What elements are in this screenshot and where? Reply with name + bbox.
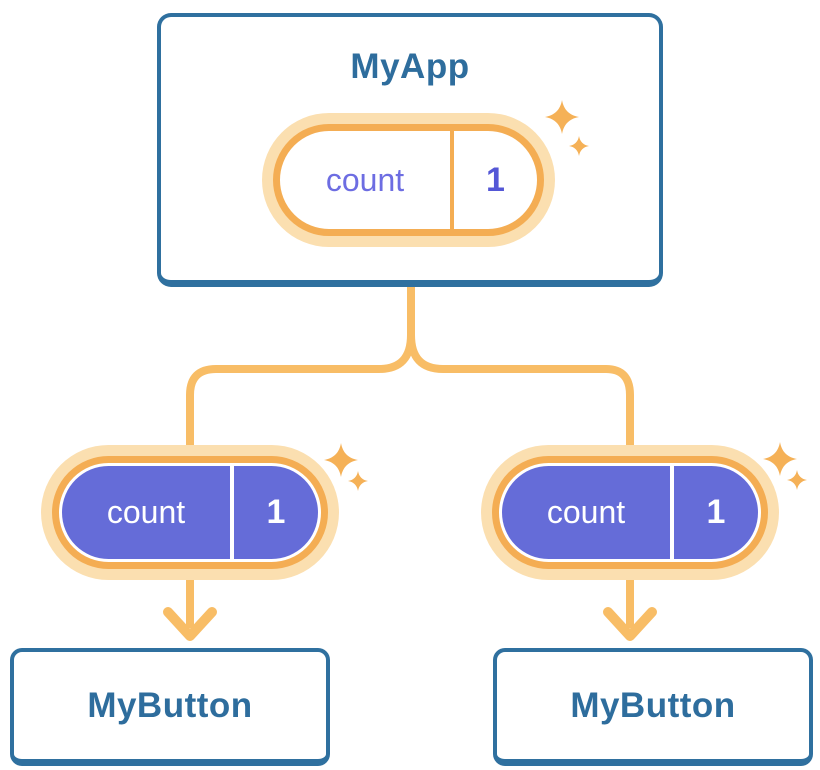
state-value: 1 [486,160,505,199]
sparkle-large [324,443,358,477]
pill-body: count 1 [62,466,318,559]
arrow-down-icon [603,607,657,641]
pill-divider [450,131,454,229]
state-pill-left-child: count 1 [52,456,328,569]
component-title: MyApp [350,47,470,86]
connector-branch-right [407,285,634,628]
component-card-mybutton-right: MyButton [493,648,813,766]
arrow-down-icon [163,607,217,641]
state-value: 1 [266,493,286,531]
state-pill-right-child: count 1 [492,456,768,569]
sparkle-small [348,471,368,491]
state-name: count [106,494,186,530]
state-pill-root: count 1 [273,124,544,236]
sparkle-large [545,100,579,134]
pill-body: count 1 [502,466,758,559]
pill-divider [230,466,234,559]
state-name: count [325,161,405,198]
state-name: count [546,494,626,530]
component-card-mybutton-left: MyButton [10,648,330,766]
state-value: 1 [706,493,726,531]
pill-divider [670,466,674,559]
sparkle-large [763,442,797,476]
sparkle-icon [324,443,368,491]
sparkle-small [569,136,589,156]
sparkle-icon [545,100,589,156]
sparkle-icon [763,442,807,490]
sparkle-small [787,470,807,490]
